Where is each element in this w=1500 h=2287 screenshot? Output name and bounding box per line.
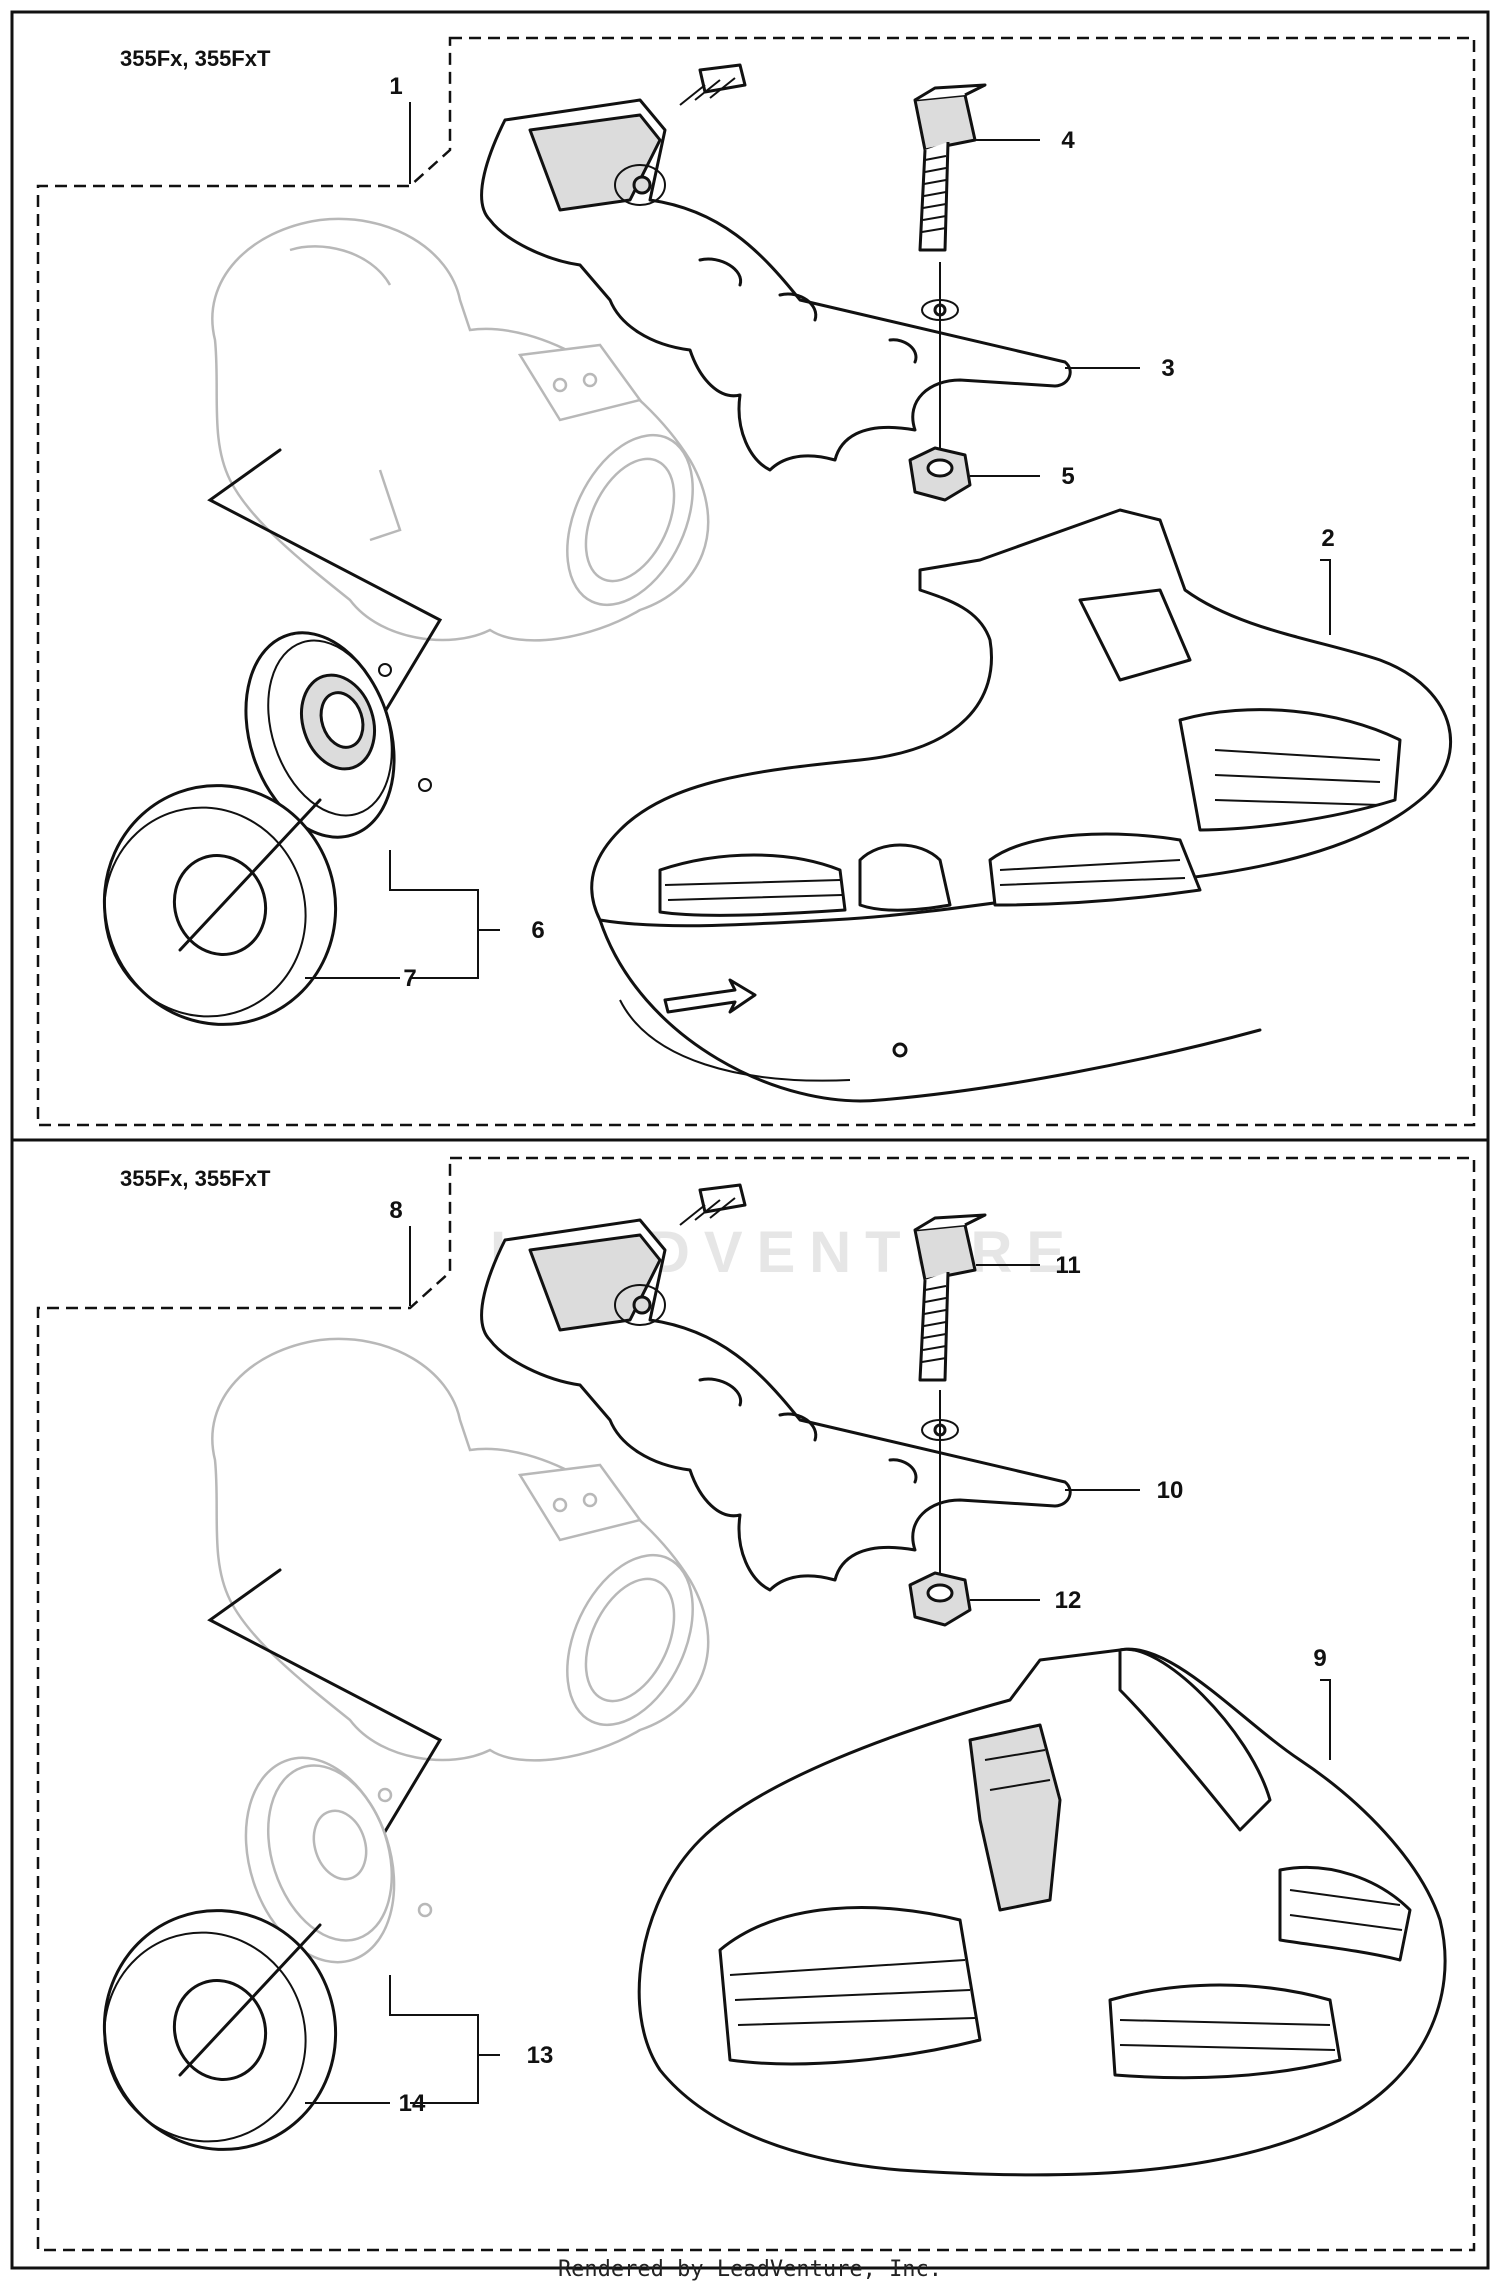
gear-head-ghost: [211, 217, 710, 642]
washer-part-7: [102, 784, 338, 1026]
guard-lower-edge: [598, 918, 1262, 1103]
callout-kit: 1: [389, 73, 402, 100]
callout-2: 2: [1321, 525, 1334, 552]
leader-13-bracket: [389, 1975, 479, 2104]
callout-12: 12: [1055, 1587, 1082, 1614]
section-1-model-label: 355Fx, 355FxT: [120, 46, 271, 71]
nut-part-5: [908, 446, 972, 502]
leader-2: [1320, 559, 1331, 635]
callout-3: 3: [1161, 355, 1174, 382]
footer-credit: Rendered by LeadVenture, Inc.: [558, 2257, 942, 2282]
gear-head-ghost-2: [211, 1337, 710, 1762]
callout-5: 5: [1061, 463, 1074, 490]
section-2-model-label: 355Fx, 355FxT: [120, 1166, 271, 1191]
bracket-part-3: [480, 63, 1072, 472]
callout-13: 13: [527, 2042, 554, 2069]
callout-7: 7: [403, 965, 416, 992]
washer-part-14: [102, 1909, 338, 2151]
section-2-kit-boundary: [36, 1156, 1476, 2252]
leader-6-bracket: [389, 850, 479, 979]
screw-head: [698, 63, 747, 94]
callout-4: 4: [1061, 127, 1075, 154]
callout-10: 10: [1157, 1477, 1184, 1504]
callout-9: 9: [1313, 1645, 1326, 1672]
shaft-line: [207, 448, 443, 722]
guard-part-2: [590, 508, 1453, 1058]
callout-11: 11: [1055, 1252, 1080, 1279]
section-1-kit-boundary: [36, 36, 1476, 1127]
section-2: 355Fx, 355FxT 8: [36, 1156, 1476, 2252]
leader-9: [1320, 1679, 1331, 1760]
callout-14: 14: [399, 2090, 426, 2117]
flange-part-6: [244, 631, 432, 839]
flange-part-13: [244, 1756, 433, 1964]
callout-6: 6: [531, 917, 544, 944]
bolt-part-4: [913, 83, 987, 450]
section-1: 355Fx, 355FxT 1: [36, 36, 1476, 1127]
guard-inner-curve: [619, 999, 851, 1082]
callout-kit-2: 8: [389, 1197, 402, 1224]
shaft-line-2: [207, 1568, 443, 1842]
nut-part-12: [908, 1571, 972, 1627]
direction-arrow-icon: [663, 978, 757, 1014]
bolt-part-11: [913, 1213, 987, 1575]
guard-part-9: [637, 1647, 1447, 2177]
